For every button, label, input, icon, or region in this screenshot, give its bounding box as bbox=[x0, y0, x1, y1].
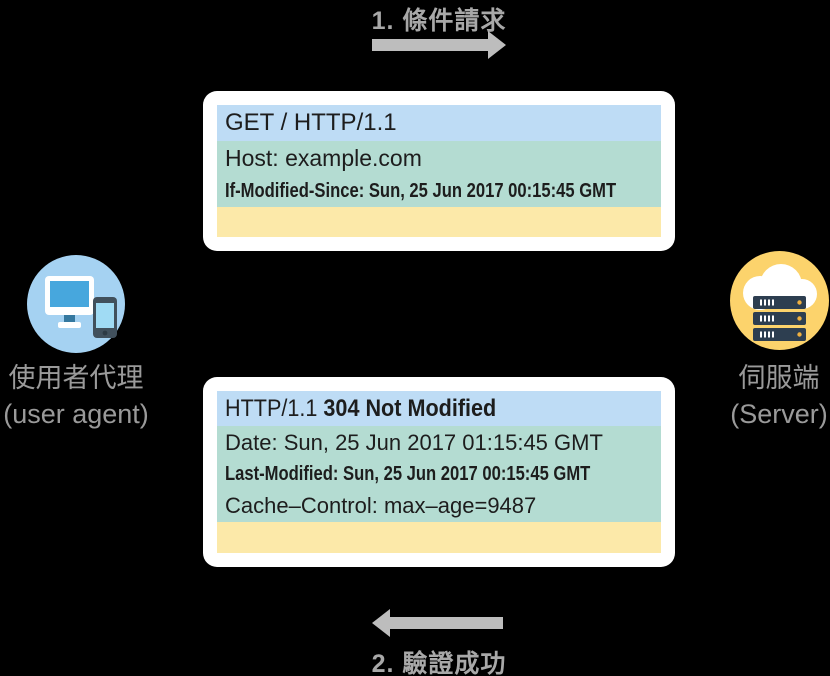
request-body-row bbox=[217, 207, 661, 237]
response-body-row bbox=[217, 522, 661, 553]
response-header-last-modified-text: Last-Modified: Sun, 25 Jun 2017 00:15:45… bbox=[225, 463, 591, 485]
status-code: 304 Not Modified bbox=[323, 394, 497, 422]
user-agent-label-en: (user agent) bbox=[3, 399, 149, 429]
server-label-en: (Server) bbox=[730, 399, 828, 429]
left-arrow-icon bbox=[372, 609, 503, 637]
smartphone-icon bbox=[93, 297, 117, 338]
monitor-icon bbox=[45, 276, 94, 328]
step1-label: 1. 條件請求 bbox=[371, 7, 507, 35]
request-header-if-modified-since: If-Modified-Since: Sun, 25 Jun 2017 00:1… bbox=[217, 175, 661, 207]
request-line: GET / HTTP/1.1 bbox=[217, 105, 661, 141]
desktop-and-smartphone-icon bbox=[27, 255, 125, 353]
right-arrow-icon bbox=[372, 31, 506, 59]
status-version: HTTP/1.1 bbox=[225, 394, 324, 422]
arrow-head bbox=[372, 609, 390, 637]
response-header-last-modified: Last-Modified: Sun, 25 Jun 2017 00:15:45… bbox=[217, 459, 661, 490]
response-header-date: Date: Sun, 25 Jun 2017 01:15:45 GMT bbox=[217, 426, 661, 459]
request-message-box: GET / HTTP/1.1 Host: example.com If-Modi… bbox=[203, 91, 675, 251]
cloud-server-icon bbox=[729, 251, 829, 350]
request-header-if-modified-since-text: If-Modified-Since: Sun, 25 Jun 2017 00:1… bbox=[225, 179, 617, 202]
server-actor: 伺服端 (Server) bbox=[700, 251, 830, 432]
response-header-cache-control: Cache–Control: max–age=9487 bbox=[217, 490, 661, 522]
arrow-shaft bbox=[389, 617, 503, 629]
response-status-line: HTTP/1.1 304 Not Modified bbox=[217, 391, 661, 426]
step2-label: 2. 驗證成功 bbox=[371, 650, 507, 676]
user-agent-actor: 使用者代理 (user agent) bbox=[0, 255, 154, 432]
user-agent-label-zh: 使用者代理 bbox=[8, 363, 144, 393]
arrow-head bbox=[488, 31, 506, 59]
server-label-zh: 伺服端 bbox=[738, 363, 820, 393]
arrow-shaft bbox=[372, 39, 489, 51]
request-header-host: Host: example.com bbox=[217, 141, 661, 175]
response-status-text: HTTP/1.1 304 Not Modified bbox=[225, 395, 496, 423]
response-message-box: HTTP/1.1 304 Not Modified Date: Sun, 25 … bbox=[203, 377, 675, 567]
server-rack-icon bbox=[752, 296, 806, 341]
